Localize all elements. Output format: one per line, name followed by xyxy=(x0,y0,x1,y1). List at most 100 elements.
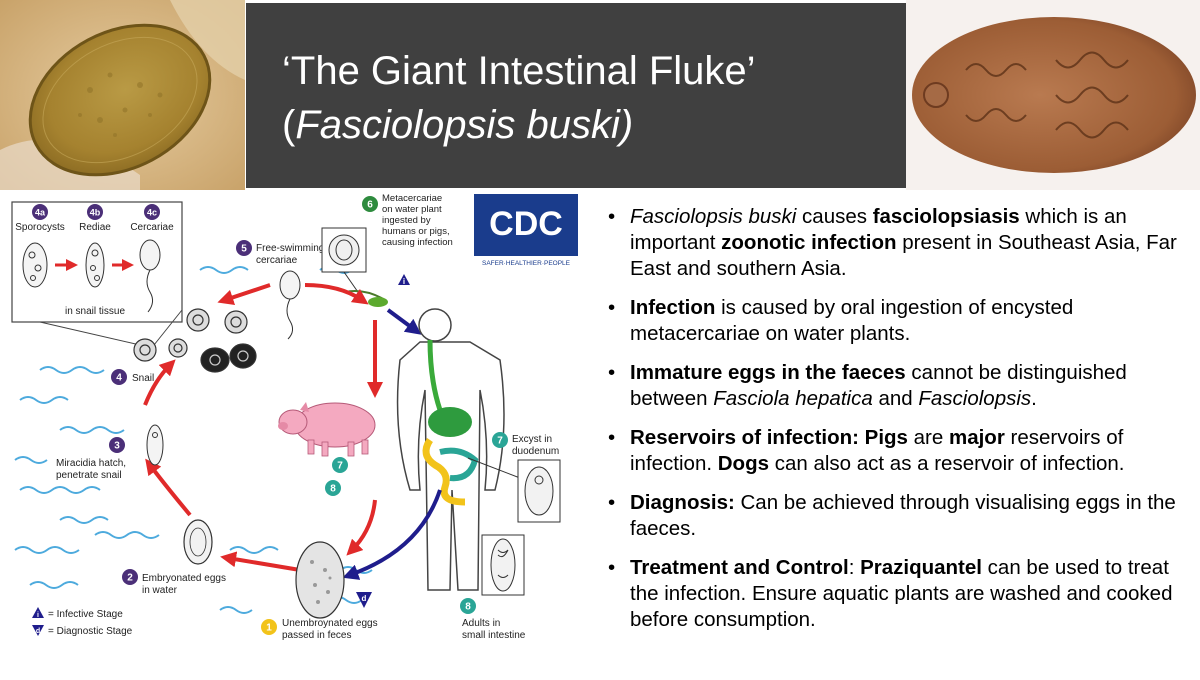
stage-4-label: Snail xyxy=(132,373,154,384)
stage-4b-label: Rediae xyxy=(79,222,111,233)
bullet-text: Can be achieved through visualising eggs… xyxy=(630,491,1176,540)
human-figure xyxy=(396,308,505,591)
legend-infective-symbol: i xyxy=(37,612,39,619)
stage-1-number: 1 xyxy=(266,623,272,634)
stage-4c-marker: 4c xyxy=(144,204,160,220)
stage-6-line5: causing infection xyxy=(382,237,453,248)
subtitle-species: Fasciolopsis buski) xyxy=(295,103,634,147)
egg-micrograph-image xyxy=(0,0,245,190)
bullet-text: present in Southeast Asia, Far East and … xyxy=(630,231,1177,280)
bullet-text: Dogs xyxy=(717,452,769,475)
bullet-text: zoonotic infection xyxy=(721,231,897,254)
stage-4b-number: 4b xyxy=(90,208,101,218)
bullet-text: Treatment and Control xyxy=(630,556,849,579)
slide-subtitle: (Fasciolopsis buski) xyxy=(282,101,633,149)
stage-8-number: 8 xyxy=(465,602,471,613)
life-cycle-diagram: 4a 4b 4c Sporocysts Rediae Cercariae in … xyxy=(11,193,578,641)
cercaria-drawing xyxy=(139,239,161,313)
pig-drawing xyxy=(278,402,376,457)
legend-diagnostic-symbol: d xyxy=(36,628,40,635)
unembryonated-egg-drawing xyxy=(295,541,345,619)
stage-1-marker: 1 xyxy=(261,619,277,635)
cycle-arrows xyxy=(143,283,383,572)
stage-1-line2: passed in feces xyxy=(282,630,352,641)
bullet-item: Infection is caused by oral ingestion of… xyxy=(608,295,1188,347)
stage-6-line3: ingested by xyxy=(382,215,431,226)
tissue-to-snail-line xyxy=(39,309,183,351)
bullet-text: and xyxy=(872,387,919,410)
diagnostic-marker: d xyxy=(356,592,372,608)
stage-4-marker: 4 xyxy=(111,369,127,385)
bullet-text: fasciolopsiasis xyxy=(872,205,1020,228)
stage-8-line1: Adults in xyxy=(462,618,500,629)
stage-4a-number: 4a xyxy=(35,208,46,218)
stage-2-line1: Embryonated eggs xyxy=(142,573,226,584)
bullet-text: causes xyxy=(796,205,873,228)
stage-8-line2: small intestine xyxy=(462,630,526,641)
stage-3-number: 3 xyxy=(114,441,120,452)
infective-marker: i xyxy=(398,274,410,286)
stage-5-line1: Free-swimming xyxy=(256,243,324,254)
infective-marker-label: i xyxy=(403,277,405,286)
stage-1-line1: Unembroynated eggs xyxy=(282,618,378,629)
legend-diagnostic: d = Diagnostic Stage xyxy=(32,625,133,637)
stage-4a-label: Sporocysts xyxy=(15,222,64,233)
bullet-text: reservoirs of infection. xyxy=(630,426,1124,475)
stage-6-line4: humans or pigs, xyxy=(382,226,450,237)
bullet-text: . xyxy=(1031,387,1037,410)
bullet-text: which is an important xyxy=(630,205,1127,254)
adult-fluke-image xyxy=(906,0,1200,190)
stage-3-line2: penetrate snail xyxy=(56,470,122,481)
redia-drawing xyxy=(85,242,105,288)
stage-6-line2: on water plant xyxy=(382,204,442,215)
stage-4c-label: Cercariae xyxy=(130,222,174,233)
stage-4-number: 4 xyxy=(116,373,122,384)
stage-8-marker: 8 xyxy=(460,598,476,614)
bullet-text: Infection xyxy=(630,296,716,319)
pig-stage-8-number: 8 xyxy=(330,484,336,495)
cdc-logo-tagline: SAFER·HEALTHIER·PEOPLE xyxy=(482,260,571,267)
stage-7-line1: Excyst in xyxy=(512,434,552,445)
bullet-item: Fasciolopsis buski causes fasciolopsiasi… xyxy=(608,204,1188,282)
bullet-text: cannot be distinguished between xyxy=(630,361,1127,410)
embryonated-egg-drawing xyxy=(183,519,213,565)
bullet-item: Diagnosis: Can be achieved through visua… xyxy=(608,490,1188,542)
bullet-text: Reservoirs of infection: Pigs xyxy=(630,426,908,449)
cdc-logo: CDC SAFER·HEALTHIER·PEOPLE xyxy=(474,194,578,267)
bullet-text: Diagnosis: xyxy=(630,491,735,514)
stage-4b-marker: 4b xyxy=(87,204,103,220)
human-to-egg-arrow xyxy=(342,489,442,580)
stage-5-marker: 5 xyxy=(236,240,252,256)
slide-title: ‘The Giant Intestinal Fluke’ xyxy=(282,49,756,93)
bullet-text: Fasciolopsis buski xyxy=(630,205,797,228)
bullet-text: can also act as a reservoir of infection… xyxy=(769,452,1125,475)
bullet-item: Immature eggs in the faeces cannot be di… xyxy=(608,360,1188,412)
bullet-text: Fasciolopsis xyxy=(918,387,1032,410)
bullet-text: Immature eggs in the faeces xyxy=(630,361,906,384)
sporocyst-drawing xyxy=(22,242,48,288)
stage-2-marker: 2 xyxy=(122,569,138,585)
stage-7-line2: duodenum xyxy=(512,446,559,457)
pig-stage-7-number: 7 xyxy=(337,461,343,472)
stage-6-number: 6 xyxy=(367,200,373,211)
snail-drawings xyxy=(133,308,257,373)
stage-3-marker: 3 xyxy=(109,437,125,453)
stage-6-marker: 6 xyxy=(362,196,378,212)
free-cercaria-drawing xyxy=(279,270,301,340)
cdc-logo-text: CDC xyxy=(489,205,563,243)
stage-6-line1: Metacercariae xyxy=(382,193,442,204)
bullet-text: Fasciola hepatica xyxy=(713,387,873,410)
diagnostic-marker-label: d xyxy=(362,594,367,603)
stage-2-number: 2 xyxy=(127,573,133,584)
bullet-item: Treatment and Control: Praziquantel can … xyxy=(608,555,1188,633)
bullet-item: Reservoirs of infection: Pigs are major … xyxy=(608,425,1188,477)
bullet-text: Praziquantel xyxy=(860,556,982,579)
pig-stage-8-marker: 8 xyxy=(325,480,341,496)
legend-infective-text: = Infective Stage xyxy=(48,609,123,620)
slide-title-box: ‘The Giant Intestinal Fluke’ (Fasciolops… xyxy=(246,3,906,188)
stage-2-line2: in water xyxy=(142,585,178,596)
pig-stage-7-marker: 7 xyxy=(332,457,348,473)
miracidium-drawing xyxy=(146,424,164,466)
bullet-text: major xyxy=(948,426,1005,449)
key-facts-list: Fasciolopsis buski causes fasciolopsiasi… xyxy=(608,204,1188,646)
